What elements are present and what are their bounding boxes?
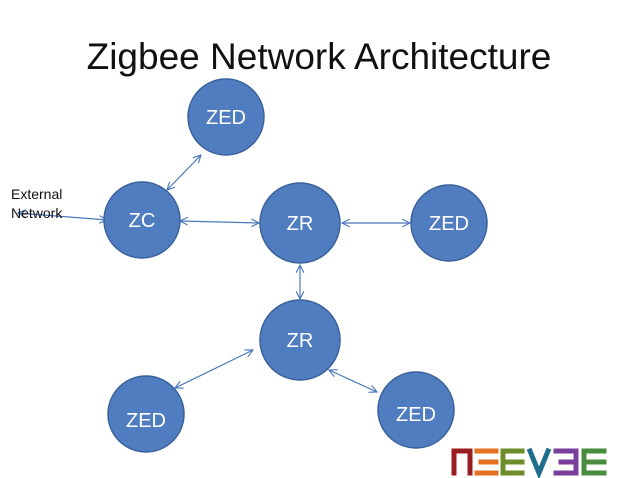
link-external-zc	[18, 213, 107, 220]
link-zr-lower-zed-bl	[175, 350, 253, 388]
node-zed-br: ZED	[377, 371, 455, 449]
node-zed-right: ZED	[410, 184, 488, 262]
node-label: ZC	[129, 210, 156, 232]
node-label: ZED	[429, 213, 469, 235]
node-zc: ZC	[103, 181, 181, 259]
link-zr-lower-zed-br	[329, 370, 377, 392]
node-zed-bl: ZED	[107, 375, 185, 453]
external-network-label: External Network	[11, 185, 62, 223]
node-label: ZED	[206, 107, 246, 129]
link-zc-zed-top	[167, 155, 201, 190]
slide-title: Zigbee Network Architecture	[86, 36, 552, 77]
node-zr-center: ZR	[259, 182, 341, 264]
external-line-1: External	[11, 186, 63, 202]
link-zc-zr-center	[180, 221, 259, 223]
node-label: ZR	[287, 330, 314, 352]
neevee-logo	[451, 447, 607, 478]
links	[18, 155, 410, 392]
node-label: ZED	[396, 404, 436, 426]
node-label: ZED	[126, 410, 166, 432]
node-zr-lower: ZR	[259, 299, 341, 381]
node-label: ZR	[287, 213, 314, 235]
external-line-2: Network	[11, 205, 63, 221]
node-zed-top: ZED	[187, 78, 265, 156]
